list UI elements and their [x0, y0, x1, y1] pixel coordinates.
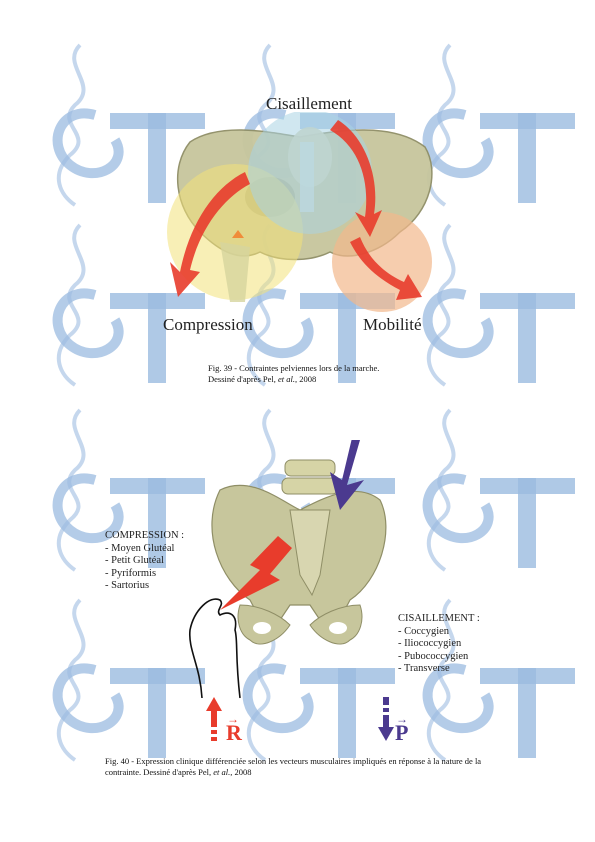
- list-item: - Coccygien: [398, 625, 450, 637]
- vector-letter: R: [226, 720, 242, 745]
- vector-arrow-symbol: →: [227, 712, 239, 726]
- list-item: - Petit Glutéal: [105, 555, 164, 566]
- caption-line: Fig. 39 - Contraintes pelviennes lors de…: [208, 363, 380, 373]
- list-item: - Moyen Glutéal: [105, 542, 175, 554]
- list-item: - Iliococcygien: [398, 638, 462, 649]
- label-cisaillement: Cisaillement: [266, 94, 352, 113]
- list-title: COMPRESSION :: [105, 530, 185, 541]
- compression-force-arrow: [220, 536, 292, 610]
- caption-line: contrainte. Dessiné d'après Pel, et al.,…: [105, 767, 505, 778]
- vector-letter: P: [395, 720, 409, 745]
- watermark-logo: [428, 410, 575, 570]
- vector-arrow-symbol: →: [396, 712, 408, 726]
- list-title: CISAILLEMENT :: [398, 613, 480, 624]
- cisaillement-muscle-list: CISAILLEMENT : - Coccygien - Iliococcygi…: [398, 613, 480, 676]
- figure-39-illustration: [167, 112, 433, 312]
- caption-line: Dessiné d'après Pel, et al., 2008: [208, 374, 448, 385]
- caption-text: , 2008: [230, 767, 252, 777]
- vector-r-label: → R: [226, 712, 242, 746]
- figure-40-illustration: [189, 440, 387, 699]
- list-item: - Transverse: [398, 663, 450, 674]
- caption-text: contrainte. Dessiné d'après Pel,: [105, 767, 214, 777]
- vector-r-arrow: [206, 697, 222, 741]
- list-item: - Sartorius: [105, 580, 150, 591]
- compression-arrow: [170, 172, 250, 297]
- figure-39-caption: Fig. 39 - Contraintes pelviennes lors de…: [208, 363, 448, 385]
- shear-arrow: [330, 120, 382, 237]
- hand-outline: [189, 598, 241, 699]
- list-item: - Pyriformis: [105, 567, 157, 579]
- shear-force-arrow: [330, 440, 364, 510]
- compression-muscle-list: COMPRESSION : - Moyen Glutéal - Petit Gl…: [105, 530, 184, 593]
- vector-p-label: → P: [395, 712, 409, 746]
- caption-italic: et al.: [213, 767, 231, 777]
- caption-text: , 2008: [295, 374, 317, 384]
- label-mobilite: Mobilité: [363, 315, 422, 334]
- mobility-arrow: [350, 237, 422, 300]
- label-compression: Compression: [163, 315, 253, 334]
- caption-line: Fig. 40 - Expression clinique différenci…: [105, 756, 482, 766]
- caption-italic: et al.: [278, 374, 295, 384]
- vector-p-arrow: [378, 697, 394, 741]
- figure-40-caption: Fig. 40 - Expression clinique différenci…: [105, 756, 505, 778]
- list-item: - Pubococcygien: [398, 650, 469, 662]
- caption-text: Dessiné d'après Pel,: [208, 374, 278, 384]
